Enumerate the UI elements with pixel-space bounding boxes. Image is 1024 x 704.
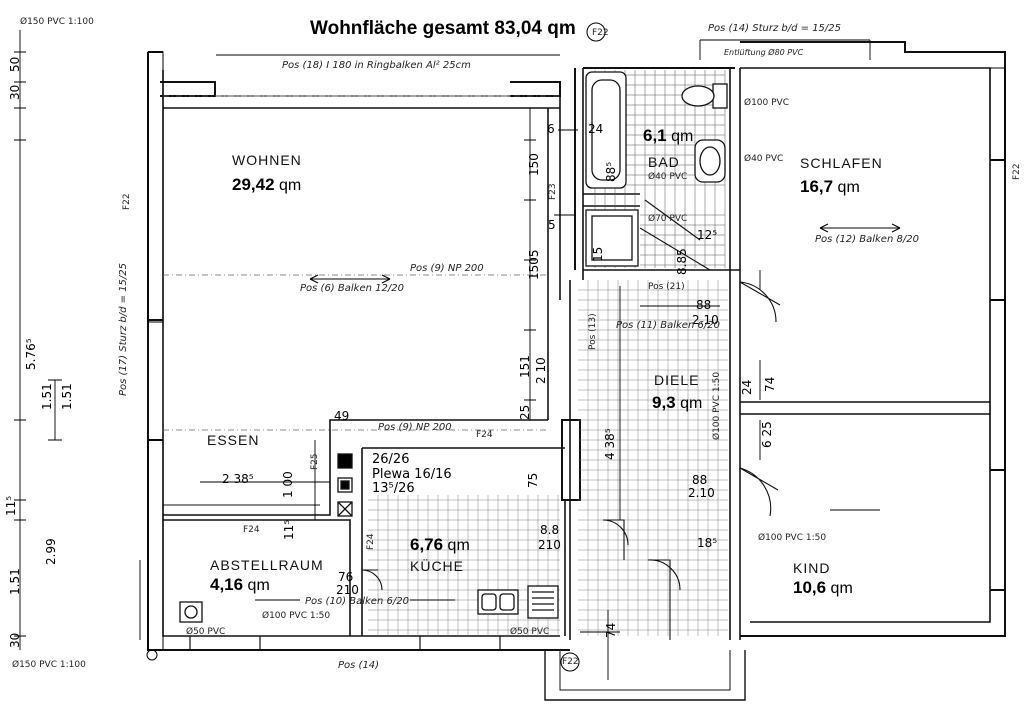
annotation: Pos (17) Sturz b/d = 15/25 bbox=[118, 262, 129, 396]
annotation: Pos (9) NP 200 bbox=[378, 422, 452, 433]
dim-label: 25 bbox=[518, 404, 532, 420]
dim-label: 2.10 bbox=[692, 313, 719, 327]
dim-label: 1505 bbox=[527, 249, 541, 280]
annotation: Ø100 PVC 1:50 bbox=[262, 611, 331, 621]
room-name-essen: ESSEN bbox=[207, 432, 260, 448]
dim-label: 2.99 bbox=[44, 538, 58, 565]
dim-label: 1.51 bbox=[40, 383, 54, 410]
dim-label: Plewa 16/16 bbox=[372, 467, 452, 482]
room-area-schlafen: 16,7 qm bbox=[800, 177, 860, 196]
annotation: F25 bbox=[310, 453, 320, 470]
dim-label: 50 bbox=[8, 56, 22, 72]
dim-label: 150 bbox=[527, 153, 541, 176]
annotation: Ø100 PVC bbox=[744, 98, 789, 108]
dim-label: 18⁵ bbox=[697, 536, 718, 550]
dim-label: 74 bbox=[763, 376, 777, 392]
dim-label: 151 bbox=[518, 355, 532, 378]
dim-label: 5 bbox=[548, 218, 556, 232]
annotation: Ø70 PVC bbox=[648, 214, 688, 224]
annotation: Pos (6) Balken 12/20 bbox=[300, 283, 404, 294]
annotation: F24 bbox=[366, 533, 376, 550]
room-name-bad: BAD bbox=[648, 154, 680, 170]
dim-label: 26/26 bbox=[372, 452, 410, 467]
dim-label: 2 10 bbox=[534, 357, 548, 384]
dim-label: 2 38⁵ bbox=[222, 472, 254, 486]
dim-label: 11⁵ bbox=[4, 495, 18, 516]
dim-label: 74 bbox=[604, 622, 618, 638]
annotation: Pos (14) Sturz b/d = 15/25 bbox=[708, 23, 842, 34]
annotation: F22 bbox=[562, 657, 579, 667]
dim-label: 2.10 bbox=[688, 486, 715, 500]
annotation: Ø100 PVC 1:50 bbox=[712, 371, 722, 440]
room-area-wohnen: 29,42 qm bbox=[232, 175, 302, 194]
annotation: Entlüftung Ø80 PVC bbox=[724, 48, 804, 57]
dim-label: 13⁵/26 bbox=[372, 481, 415, 496]
room-name-abstellraum: ABSTELLRAUM bbox=[210, 557, 324, 573]
annotation: F22 bbox=[122, 193, 132, 210]
dim-label: 24 bbox=[588, 122, 604, 136]
annotation: F23 bbox=[548, 183, 558, 200]
dim-label: 30 bbox=[8, 84, 22, 100]
dim-label: 15 bbox=[591, 246, 605, 262]
annotation: Ø150 PVC 1:100 bbox=[12, 660, 86, 670]
dim-label: 11⁵ bbox=[282, 519, 296, 540]
dim-label: 6 bbox=[547, 122, 555, 136]
room-area-diele: 9,3 qm bbox=[652, 393, 703, 412]
annotation: Pos (9) NP 200 bbox=[410, 263, 484, 274]
annotation: Ø50 PVC bbox=[510, 627, 550, 637]
room-name-kind: KIND bbox=[793, 560, 831, 576]
room-area-bad: 6,1 qm bbox=[643, 126, 694, 145]
dim-label: 75 bbox=[526, 472, 540, 488]
dim-label: 88 bbox=[696, 298, 712, 312]
dim-label: 1 00 bbox=[281, 471, 295, 498]
annotation: Ø50 PVC bbox=[186, 627, 226, 637]
dim-label: 76 bbox=[338, 570, 354, 584]
annotation: Pos (11) Balken 6/20 bbox=[616, 320, 720, 331]
room-area-kueche: 6,76 qm bbox=[410, 535, 470, 554]
annotation: Ø150 PVC 1:100 bbox=[20, 17, 94, 27]
dim-label: 88⁵ bbox=[604, 161, 618, 182]
dim-label: 12⁵ bbox=[697, 228, 718, 242]
annotation: Pos (13) bbox=[588, 313, 598, 350]
room-area-kind: 10,6 qm bbox=[793, 578, 853, 597]
room-name-kueche: KÜCHE bbox=[410, 558, 465, 574]
dim-label: 88 bbox=[692, 473, 708, 487]
annotation: Pos (12) Balken 8/20 bbox=[815, 234, 919, 245]
dim-label: 210 bbox=[336, 583, 359, 597]
annotation: Pos (10) Balken 6/20 bbox=[305, 596, 409, 607]
room-name-diele: DIELE bbox=[654, 372, 700, 388]
dim-label: 30 bbox=[8, 632, 22, 648]
annotation: F22 bbox=[592, 28, 609, 38]
toilet bbox=[712, 83, 728, 109]
dim-label: 4 38⁵ bbox=[603, 428, 617, 460]
dim-label: 1.51 bbox=[60, 383, 74, 410]
dim-label: 210 bbox=[538, 538, 561, 552]
annotation: Ø40 PVC bbox=[648, 172, 688, 182]
annotation: F24 bbox=[243, 525, 260, 535]
room-area-abstellraum: 4,16 qm bbox=[210, 575, 270, 594]
annotation: Pos (18) I 180 in Ringbalken Al² 25cm bbox=[282, 60, 471, 71]
dim-label: 24 bbox=[740, 379, 754, 395]
dim-label: 8.8 bbox=[540, 523, 560, 537]
annotation: Pos (14) bbox=[338, 660, 380, 671]
stove bbox=[527, 585, 559, 619]
page-title: Wohnfläche gesamt 83,04 qm bbox=[310, 18, 576, 39]
annotation: F24 bbox=[476, 430, 493, 440]
room-name-schlafen: SCHLAFEN bbox=[800, 155, 883, 171]
dim-label: 49 bbox=[334, 409, 350, 423]
annotation: Ø100 PVC 1:50 bbox=[758, 533, 827, 543]
annotation: Pos (21) bbox=[648, 282, 685, 292]
annotation: F22 bbox=[1012, 163, 1022, 180]
dim-label: 6 25 bbox=[760, 421, 774, 448]
annotation: Ø40 PVC bbox=[744, 154, 784, 164]
dim-label: 1.51 bbox=[8, 568, 22, 595]
dim-label: 8.85 bbox=[675, 248, 689, 275]
chimney bbox=[337, 453, 353, 469]
dim-label: 5.76⁵ bbox=[24, 338, 38, 370]
room-name-wohnen: WOHNEN bbox=[232, 152, 302, 168]
